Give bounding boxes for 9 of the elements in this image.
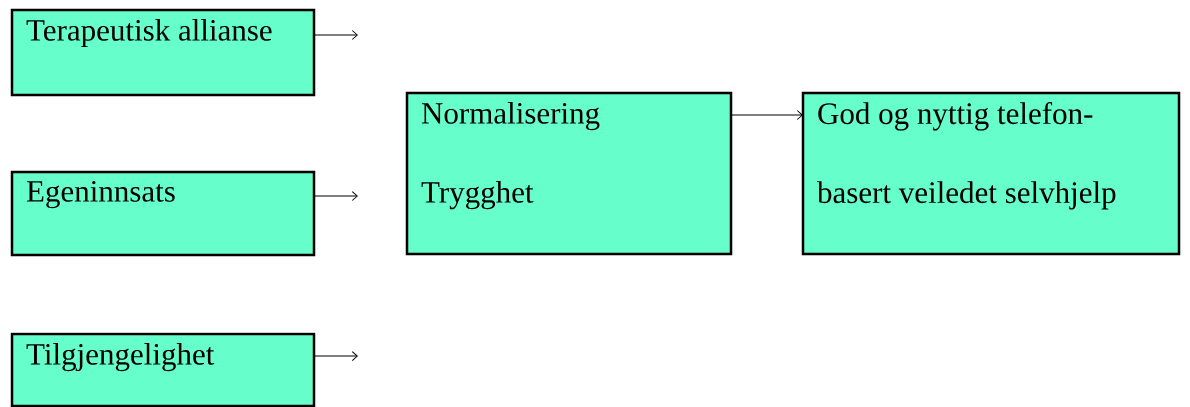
process-box: God og nyttig telefon- basert veiledet selvhjelp: [801, 91, 1181, 256]
arrow: [730, 110, 803, 120]
process-box: Terapeutisk allianse: [10, 8, 316, 97]
process-box: Normalisering Trygghet: [405, 91, 733, 256]
arrow: [313, 30, 358, 40]
arrow: [313, 351, 358, 361]
arrow: [313, 191, 358, 201]
process-box: Egeninnsats: [10, 170, 316, 257]
process-box: Tilgjengelighet: [10, 332, 316, 407]
